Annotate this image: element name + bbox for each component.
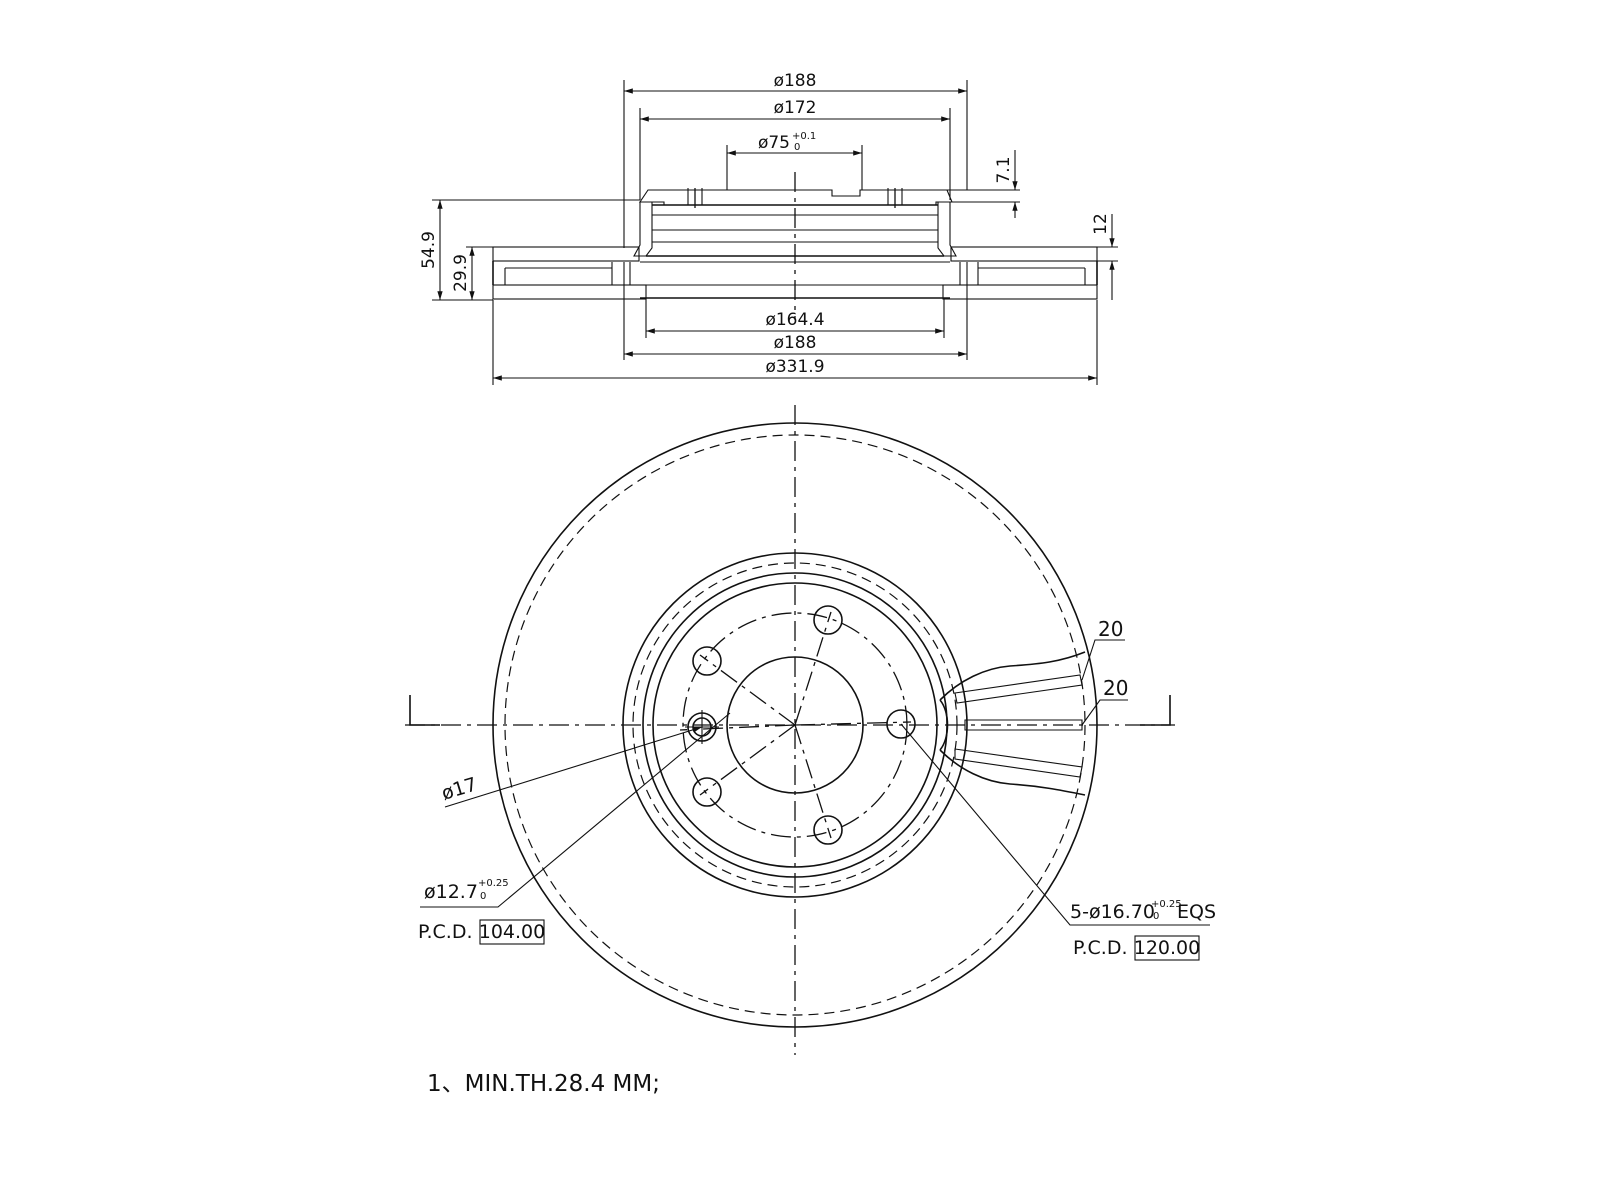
bolt-holes-label: 5-ø16.70 <box>1070 901 1155 923</box>
dim-hat-step: 7.1 <box>994 156 1014 183</box>
bolt-hole-center-lines <box>679 611 912 839</box>
pcd-box-left <box>479 919 545 945</box>
dim-center-bore: ø75 <box>758 133 790 153</box>
dim-bottom-dia-2: ø188 <box>774 333 817 353</box>
small-hole-tol-lower: 0 <box>480 891 486 902</box>
vane-width-label-1: 20 <box>1098 617 1123 641</box>
pcd-value-left: 104.00 <box>479 921 545 943</box>
section-outlines <box>492 172 1098 320</box>
pcd-label-right: P.C.D. <box>1073 937 1128 959</box>
dim-ring-thickness: 12 <box>1091 213 1111 235</box>
dim-center-bore-tol-lower: 0 <box>794 142 800 153</box>
dim-center-bore-tol-upper: +0.1 <box>792 131 816 142</box>
hole-dia-label: ø17 <box>439 773 480 805</box>
dim-bottom-dia-1: ø164.4 <box>765 310 824 330</box>
pcd-label-left: P.C.D. <box>418 921 473 943</box>
left-leaders <box>420 712 731 908</box>
dim-outer-dia: ø331.9 <box>765 357 824 377</box>
small-hole-label: ø12.7 <box>424 881 478 903</box>
dim-top-inner-dia: ø172 <box>774 98 817 118</box>
pcd-value-right: 120.00 <box>1134 937 1200 959</box>
bolt-holes-tol-lower: 0 <box>1153 911 1159 922</box>
outer-hidden-circle <box>504 434 1086 1016</box>
dim-overall-height: 54.9 <box>419 231 439 269</box>
pcd-circle <box>682 612 908 838</box>
bolt-holes-tol-upper: +0.25 <box>1151 899 1182 910</box>
section-bottom-dimensions <box>492 262 1098 385</box>
pcd-box-right <box>1134 935 1200 961</box>
hat-circle-2 <box>632 562 958 888</box>
vane-leaders <box>1081 639 1128 726</box>
vane-cutaway <box>939 651 1086 796</box>
section-top-dimensions <box>432 80 1118 301</box>
small-hole-tol-upper: +0.25 <box>478 878 509 889</box>
vane-width-label-2: 20 <box>1103 676 1128 700</box>
bolt-holes <box>692 605 916 845</box>
hat-circle-4 <box>652 582 938 868</box>
section-cut-left <box>409 695 440 726</box>
bolt-holes-suffix: EQS <box>1177 901 1216 923</box>
outer-edge-circle <box>492 422 1098 1028</box>
note-min-thickness: 1、MIN.TH.28.4 MM; <box>427 1071 660 1097</box>
center-bore-circle <box>726 656 864 794</box>
section-view: ø188 ø172 ø75 +0.1 0 7.1 12 54.9 29.9 ø1… <box>419 71 1118 385</box>
plan-view: 20 20 ø17 ø12.7 +0.25 0 P.C.D. 104.00 5-… <box>405 405 1216 1055</box>
right-leader <box>900 723 1210 926</box>
hat-circle-1 <box>622 552 968 898</box>
section-cut-right <box>1140 695 1171 726</box>
dim-top-outer-dia: ø188 <box>774 71 817 91</box>
dim-disc-thickness: 29.9 <box>451 254 471 292</box>
